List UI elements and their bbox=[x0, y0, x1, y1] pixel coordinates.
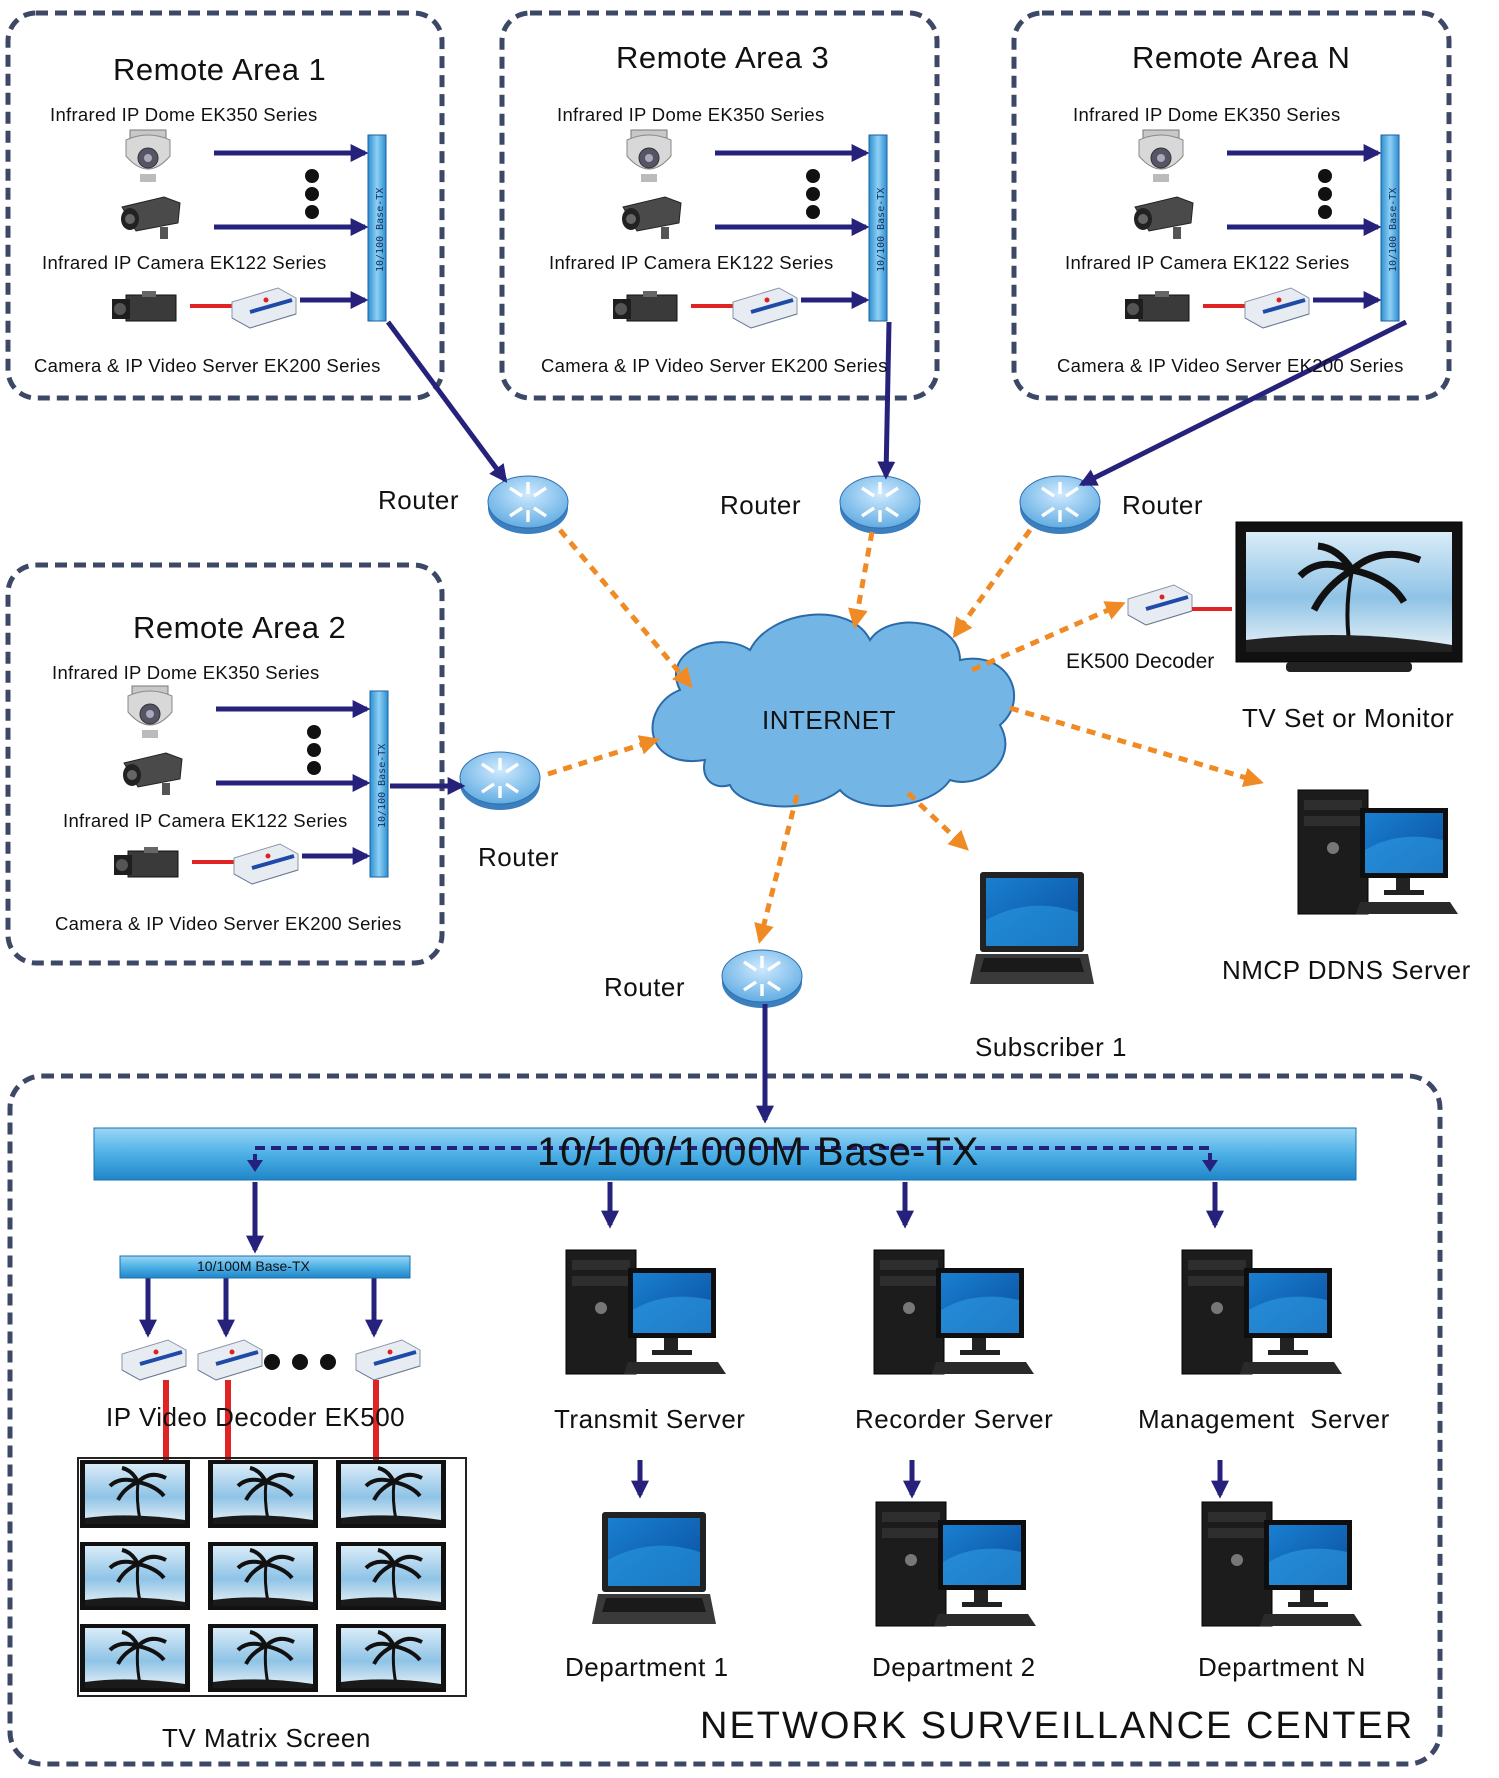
dome-label: Infrared IP Dome EK350 Series bbox=[557, 104, 825, 125]
video-server-icon bbox=[232, 842, 300, 886]
box-camera-icon bbox=[612, 290, 678, 322]
router-icon-center bbox=[720, 948, 804, 1010]
sub-switch-label: 10/100M Base-TX bbox=[197, 1258, 310, 1274]
router-label: Router bbox=[604, 972, 686, 1002]
ip-decoder-icon-3 bbox=[354, 1338, 422, 1382]
tv-set-icon bbox=[1235, 521, 1463, 672]
remote-area-n bbox=[1124, 129, 1400, 330]
department-1-laptop-icon bbox=[592, 1512, 716, 1624]
remote-area-n-title: Remote Area N bbox=[1132, 40, 1351, 75]
department-n-label: Department N bbox=[1198, 1652, 1366, 1682]
ek500-decoder-label: EK500 Decoder bbox=[1066, 650, 1215, 673]
recorder-server-label: Recorder Server bbox=[855, 1404, 1054, 1434]
management-server-label: Management Server bbox=[1138, 1404, 1390, 1434]
sub-switch bbox=[119, 1255, 411, 1279]
box-camera-icon bbox=[111, 290, 177, 322]
router-icon-2 bbox=[458, 750, 542, 812]
video-server-icon bbox=[1243, 286, 1311, 330]
ip-decoder-icon-2 bbox=[196, 1338, 264, 1382]
ip-decoder-icon-1 bbox=[120, 1338, 188, 1382]
router-label: Router bbox=[1122, 490, 1204, 520]
router-icon-n bbox=[1018, 474, 1102, 536]
router-icon-1 bbox=[486, 474, 570, 536]
dome-label: Infrared IP Dome EK350 Series bbox=[1073, 104, 1341, 125]
dome-label: Infrared IP Dome EK350 Series bbox=[52, 662, 320, 683]
remote-area-3 bbox=[612, 129, 888, 330]
recorder-server-icon bbox=[873, 1249, 1035, 1375]
department-2-label: Department 2 bbox=[872, 1652, 1036, 1682]
transmit-server-label: Transmit Server bbox=[554, 1404, 746, 1434]
area-switch bbox=[367, 134, 387, 322]
backbone-label: 10/100/1000M Base-TX bbox=[537, 1130, 980, 1174]
switch-label: 10/100 Base-TX bbox=[375, 188, 386, 272]
switch-label: 10/100 Base-TX bbox=[876, 188, 887, 272]
backbone-switch bbox=[93, 1127, 1357, 1181]
area-switch bbox=[1380, 134, 1400, 322]
transmit-server-icon bbox=[565, 1249, 727, 1375]
router-icon-3 bbox=[838, 474, 922, 536]
box-camera-icon bbox=[1124, 290, 1190, 322]
dome-camera-icon bbox=[125, 129, 171, 183]
switch-label: 10/100 Base-TX bbox=[1388, 188, 1399, 272]
management-server-icon bbox=[1181, 1249, 1343, 1375]
bullet-camera-icon bbox=[122, 752, 183, 796]
router-label: Router bbox=[478, 842, 560, 872]
nmcp-label: NMCP DDNS Server bbox=[1222, 955, 1471, 985]
subscriber-laptop-icon bbox=[970, 872, 1094, 984]
camera-label: Infrared IP Camera EK122 Series bbox=[549, 252, 834, 273]
internet-cloud bbox=[651, 613, 1016, 808]
department-1-label: Department 1 bbox=[565, 1652, 729, 1682]
area-switch bbox=[868, 134, 888, 322]
server-label: Camera & IP Video Server EK200 Series bbox=[34, 355, 381, 376]
remote-area-2 bbox=[113, 685, 389, 886]
remote-area-2-box bbox=[5, 562, 445, 966]
dome-label: Infrared IP Dome EK350 Series bbox=[50, 104, 318, 125]
remote-area-3-title: Remote Area 3 bbox=[616, 40, 830, 75]
video-server-icon bbox=[230, 286, 298, 330]
internet-label: INTERNET bbox=[762, 705, 896, 735]
department-2-pc-icon bbox=[875, 1501, 1037, 1627]
camera-label: Infrared IP Camera EK122 Series bbox=[42, 252, 327, 273]
nmcp-server-icon bbox=[1297, 789, 1459, 915]
tv-matrix bbox=[77, 1457, 467, 1697]
router-label: Router bbox=[720, 490, 802, 520]
box-camera-icon bbox=[113, 846, 179, 878]
department-n-pc-icon bbox=[1201, 1501, 1363, 1627]
tv-matrix-label: TV Matrix Screen bbox=[162, 1723, 371, 1753]
server-label: Camera & IP Video Server EK200 Series bbox=[55, 913, 402, 934]
tv-set-label: TV Set or Monitor bbox=[1242, 703, 1455, 733]
video-server-icon bbox=[731, 286, 799, 330]
subscriber-label: Subscriber 1 bbox=[975, 1032, 1127, 1062]
switch-label: 10/100 Base-TX bbox=[377, 744, 388, 828]
camera-label: Infrared IP Camera EK122 Series bbox=[1065, 252, 1350, 273]
area-switch bbox=[369, 690, 389, 878]
bullet-camera-icon bbox=[120, 196, 181, 240]
router-label: Router bbox=[378, 485, 460, 515]
ek500-decoder-icon bbox=[1126, 583, 1194, 627]
camera-label: Infrared IP Camera EK122 Series bbox=[63, 810, 348, 831]
dome-camera-icon bbox=[626, 129, 672, 183]
remote-area-2-title: Remote Area 2 bbox=[133, 610, 347, 645]
dome-camera-icon bbox=[1138, 129, 1184, 183]
dome-camera-icon bbox=[127, 685, 173, 739]
remote-area-1 bbox=[111, 129, 387, 330]
ip-decoder-label: IP Video Decoder EK500 bbox=[106, 1402, 406, 1432]
bullet-camera-icon bbox=[621, 196, 682, 240]
bullet-camera-icon bbox=[1133, 196, 1194, 240]
server-label: Camera & IP Video Server EK200 Series bbox=[1057, 355, 1404, 376]
server-label: Camera & IP Video Server EK200 Series bbox=[541, 355, 888, 376]
remote-area-1-title: Remote Area 1 bbox=[113, 52, 327, 87]
center-title: NETWORK SURVEILLANCE CENTER bbox=[700, 1705, 1415, 1747]
